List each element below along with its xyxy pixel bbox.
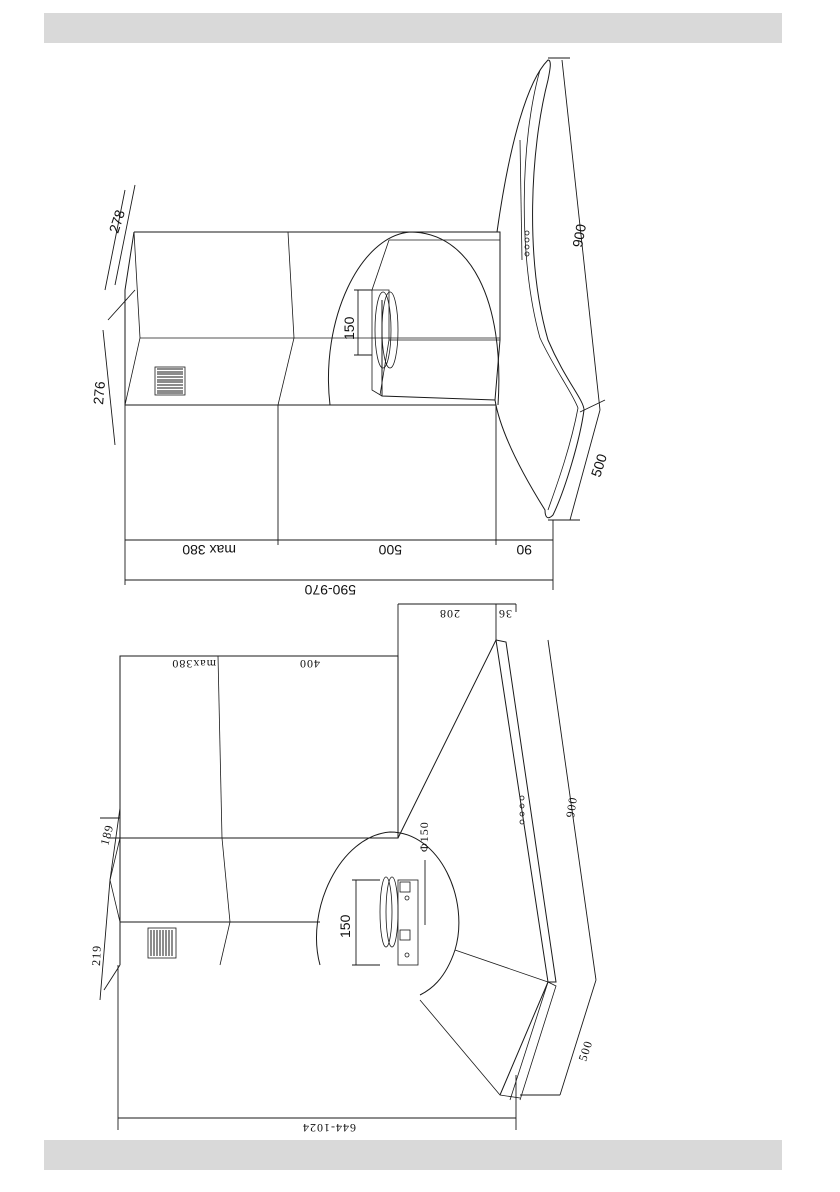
label-900-upper: 900 xyxy=(569,223,589,249)
label-208: 208 xyxy=(439,607,460,621)
lower-chimney-lower xyxy=(120,838,320,965)
label-150-lower: 150 xyxy=(337,914,353,938)
label-max380-lower: max380 xyxy=(171,657,216,671)
upper-barcode-label xyxy=(155,367,185,395)
label-max380-upper: max 380 xyxy=(182,542,236,558)
label-phi150: Φ150 xyxy=(417,821,431,852)
upper-hood-drawing: 278 276 150 900 500 max 380 500 90 590-9… xyxy=(90,58,610,598)
dim-line-278 xyxy=(105,185,135,290)
label-590-970: 590-970 xyxy=(304,582,356,598)
label-900-lower: 900 xyxy=(563,796,580,819)
label-219: 219 xyxy=(89,945,104,966)
label-500-mid: 500 xyxy=(378,542,402,558)
dim-extension-lines xyxy=(125,405,553,590)
dim-line-219 xyxy=(100,880,120,1000)
lower-barcode-label xyxy=(148,928,176,958)
lower-hood-drawing: 208 36 max380 400 189 219 Φ150 150 900 5… xyxy=(89,604,596,1135)
lower-detail-circle xyxy=(316,832,458,995)
label-278: 278 xyxy=(106,208,129,235)
upper-inner-box xyxy=(372,240,500,396)
label-400: 400 xyxy=(299,657,320,671)
dim-line-644-1024 xyxy=(118,965,516,1130)
upper-hood-body xyxy=(495,60,584,518)
upper-chimney-seam xyxy=(278,232,294,405)
lower-hood-side xyxy=(398,640,548,1095)
upper-chimney-outline xyxy=(125,232,500,405)
label-150-upper: 150 xyxy=(341,316,357,340)
label-644-1024: 644-1024 xyxy=(302,1121,356,1135)
lower-hood-front xyxy=(496,640,556,982)
label-189: 189 xyxy=(97,823,116,847)
dim-line-276 xyxy=(103,290,135,445)
lower-bracket xyxy=(398,880,418,965)
dim-line-150-lower xyxy=(352,880,380,965)
dim-line-500-lower xyxy=(520,980,596,1095)
upper-chimney-corner xyxy=(125,232,140,405)
label-500-lower: 500 xyxy=(576,1039,596,1063)
label-36: 36 xyxy=(498,607,512,621)
label-500-upper: 500 xyxy=(588,452,611,479)
label-90: 90 xyxy=(516,542,532,558)
lower-chimney-upper xyxy=(120,656,398,838)
label-276: 276 xyxy=(90,380,108,405)
